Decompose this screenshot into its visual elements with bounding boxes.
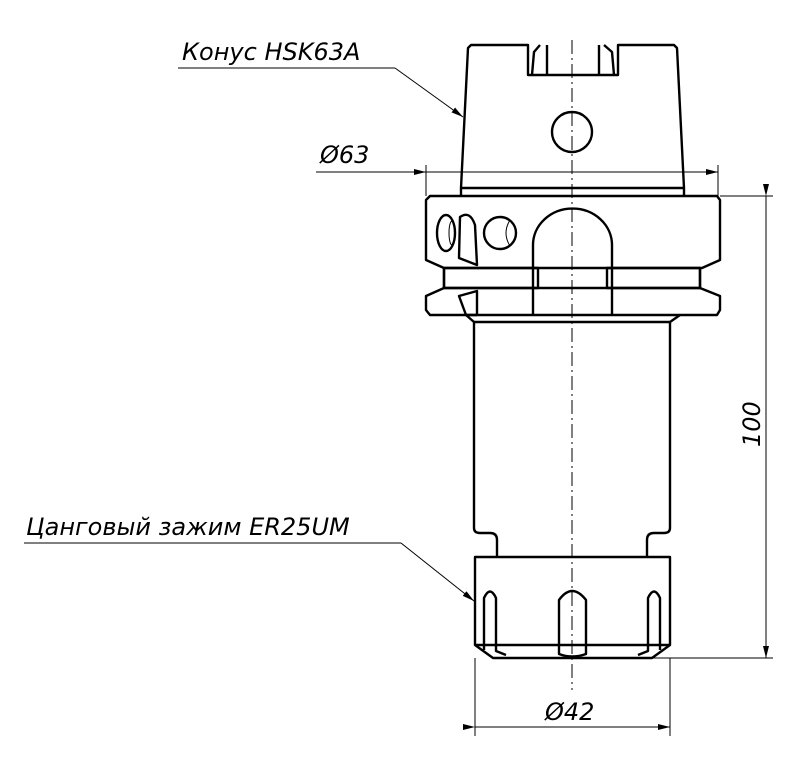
hsk-cone [459,43,686,190]
dimension-d42-text: Ø42 [544,698,594,726]
dimension-length: 100 [652,184,773,659]
leader-collet: Цанговый зажим ER25UM [24,513,475,602]
dimension-d42: Ø42 [463,658,671,736]
dimension-d63: Ø63 [316,141,719,196]
shank [465,314,681,557]
label-collet: Цанговый зажим ER25UM [26,513,350,541]
dimension-length-text: 100 [738,401,766,447]
flange [424,188,722,317]
cone-hole [550,110,594,154]
label-cone: Конус HSK63A [182,38,360,66]
leader-cone: Конус HSK63A [178,38,464,118]
dimension-d63-text: Ø63 [319,141,369,169]
